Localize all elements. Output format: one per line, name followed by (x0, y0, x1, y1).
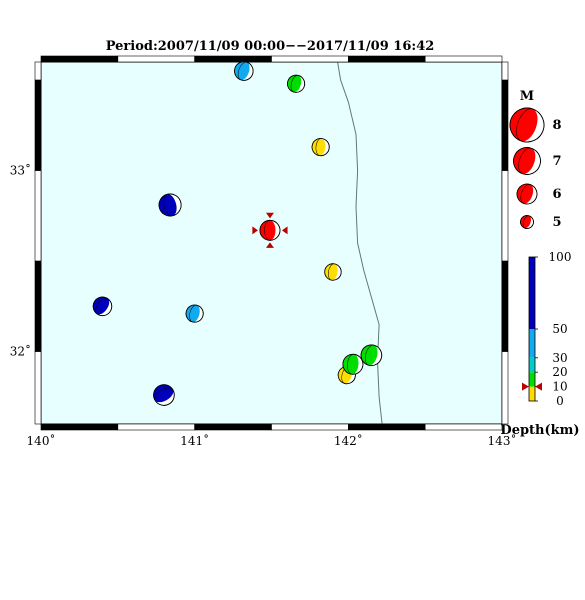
event-beachball (158, 193, 182, 217)
event-beachball (234, 61, 254, 81)
depth-scale-tick-label: 30 (552, 351, 567, 365)
event-beachball (360, 344, 383, 366)
depth-scale-tick-label: 10 (552, 380, 567, 394)
frame-bar-left (34, 260, 42, 352)
frame-bar-bottom (40, 423, 119, 431)
depth-scale-band (529, 357, 535, 373)
frame-bar-top (348, 55, 426, 63)
event-beachball (324, 263, 342, 281)
depth-marker (535, 382, 542, 391)
frame-bar-right (501, 79, 509, 171)
event-beachball (287, 74, 306, 93)
depth-scale-tick-label: 20 (552, 365, 567, 379)
latest-event-marker (265, 212, 274, 219)
axis-ticks: 140˚ 141˚ 142˚ 143˚ 33˚ 32˚ (10, 163, 517, 448)
map-frame (34, 55, 509, 431)
depth-scale-tick-label: 100 (549, 250, 572, 264)
lon-tick-label: 143˚ (488, 433, 517, 448)
depth-scale-band (529, 386, 535, 401)
magnitude-legend-beachball (513, 147, 541, 175)
magnitude-legend-beachball (516, 183, 538, 205)
event-beachball (185, 304, 204, 323)
lon-tick-label: 142˚ (334, 433, 363, 448)
lon-tick-label: 140˚ (27, 433, 56, 448)
lat-tick-label: 32˚ (10, 344, 31, 359)
magnitude-legend-label: 8 (552, 118, 561, 133)
frame-bar-left (34, 79, 42, 171)
lat-tick-label: 33˚ (10, 163, 31, 178)
depth-scale-tick-label: 50 (552, 322, 567, 336)
latest-event-beachball (259, 219, 281, 241)
sea-area (40, 61, 503, 425)
depth-scale-band (529, 372, 535, 387)
depth-scale-band (529, 257, 535, 329)
frame-bar-top (424, 55, 503, 63)
depth-scale-band (529, 329, 535, 358)
frame-bar-bottom (271, 423, 349, 431)
frame-bar-top (117, 55, 195, 63)
frame-bar-top (194, 55, 272, 63)
frame-bar-bottom (348, 423, 426, 431)
frame-bar-right (501, 170, 509, 262)
frame-bar-left (34, 170, 42, 262)
frame-bar-left (34, 61, 42, 81)
frame-bar-top (271, 55, 349, 63)
frame-bar-left (34, 351, 42, 425)
frame-bar-top (40, 55, 119, 63)
magnitude-legend-beachball (509, 107, 545, 143)
frame-bar-right (501, 61, 509, 81)
magnitude-legend: M 8 7 6 5 (509, 89, 562, 230)
frame-bar-bottom (424, 423, 503, 431)
magnitude-legend-label: 5 (552, 215, 561, 230)
event-beachball (153, 384, 175, 406)
event-beachball (92, 296, 113, 317)
magnitude-legend-label: 6 (552, 187, 561, 202)
latest-event-marker (265, 242, 274, 248)
map-title: Period:2007/11/09 00:00−−2017/11/09 16:4… (106, 39, 435, 54)
depth-scale-tick-label: 0 (556, 394, 564, 408)
latest-event-marker (252, 226, 258, 235)
magnitude-legend-beachball (520, 215, 534, 229)
latest-event-marker (281, 226, 288, 235)
magnitude-legend-label: 7 (552, 154, 561, 169)
event-beachball (342, 353, 364, 375)
frame-bar-right (501, 260, 509, 352)
depth-scale-title: Depth(km) (500, 423, 579, 438)
frame-bar-bottom (194, 423, 272, 431)
magnitude-legend-title: M (520, 89, 534, 104)
frame-bar-bottom (117, 423, 195, 431)
frame-bar-right (501, 351, 509, 425)
depth-marker (522, 382, 529, 391)
event-beachball (311, 138, 330, 157)
map-area (34, 55, 509, 431)
earthquake-events (92, 61, 383, 406)
lon-tick-label: 141˚ (180, 433, 209, 448)
